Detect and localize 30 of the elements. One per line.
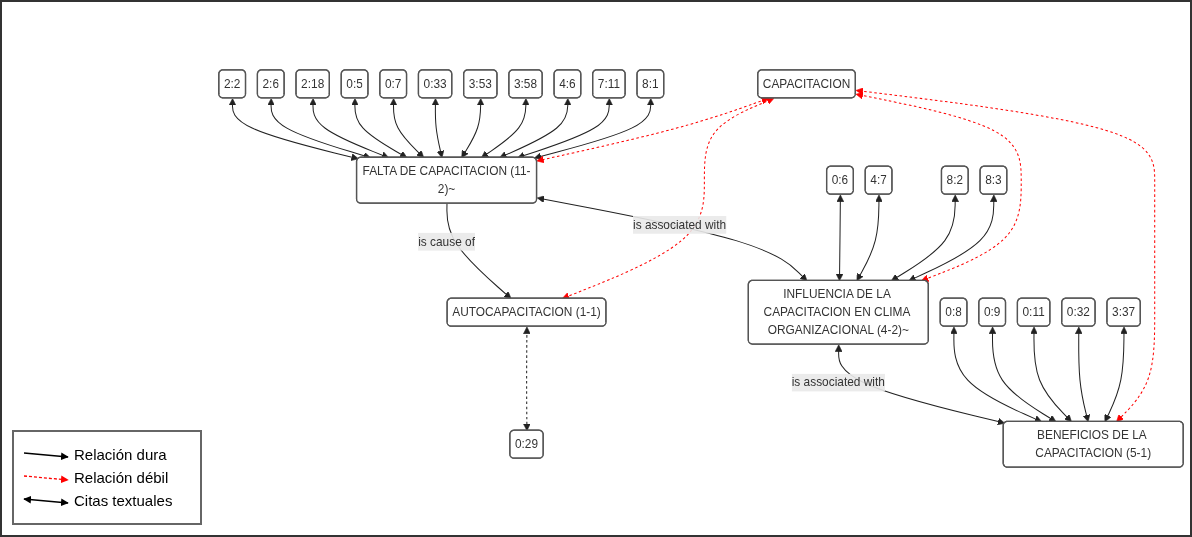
arrow	[950, 326, 1042, 423]
arrow	[1075, 326, 1091, 423]
arrow	[561, 97, 775, 300]
arrow	[309, 98, 389, 159]
legend-label: Citas textuales	[74, 492, 173, 509]
edge-label: is associated with	[791, 375, 885, 390]
arrow	[536, 195, 808, 282]
arrow	[523, 326, 531, 431]
arrow	[908, 194, 998, 282]
arrow	[431, 98, 445, 159]
arrow	[835, 194, 845, 282]
arrow	[855, 91, 1022, 282]
arrow	[499, 98, 572, 159]
arrow	[389, 98, 425, 159]
arrow	[855, 87, 1156, 423]
arrow	[856, 194, 883, 282]
edge-label: is associated with	[632, 217, 727, 232]
arrow	[534, 98, 655, 160]
arrow	[1030, 326, 1072, 423]
legend-label: Relación dura	[74, 446, 167, 463]
arrow	[228, 98, 359, 161]
legend-label: Relación débil	[74, 469, 169, 486]
arrow	[988, 326, 1057, 423]
arrow	[1104, 326, 1128, 423]
arrow	[461, 98, 485, 159]
arrow	[351, 98, 408, 159]
edge-label: is cause of	[418, 234, 475, 249]
arrow	[891, 194, 959, 282]
arrow	[481, 98, 530, 159]
arrow	[536, 97, 769, 164]
